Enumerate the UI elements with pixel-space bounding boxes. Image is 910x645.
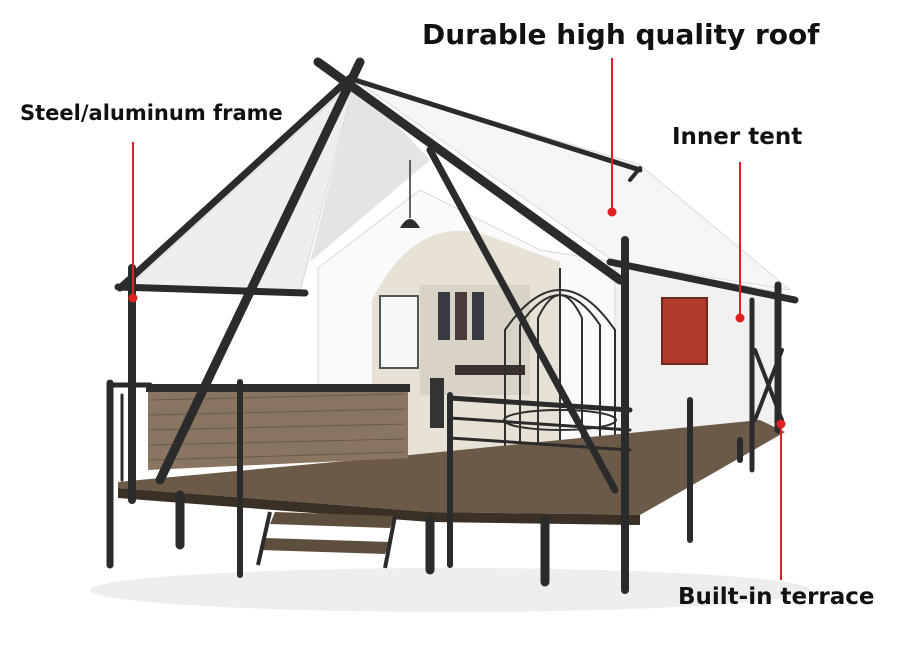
stairs bbox=[256, 511, 397, 569]
poster-2 bbox=[455, 292, 467, 340]
roof-right-canvas bbox=[354, 79, 792, 291]
deck-edge bbox=[118, 488, 640, 525]
ground-shadow bbox=[90, 568, 810, 612]
terrace-callout-label: Built-in terrace bbox=[678, 584, 875, 610]
table bbox=[455, 365, 525, 375]
rattan-counter bbox=[148, 386, 408, 470]
terrace-marker-dot bbox=[776, 419, 786, 429]
roof-underside-shade bbox=[310, 80, 430, 262]
counter-top bbox=[146, 384, 410, 392]
left-window bbox=[379, 295, 419, 369]
poster-3 bbox=[472, 292, 484, 340]
frame-callout-label: Steel/aluminum frame bbox=[20, 101, 283, 125]
pendant-lamp bbox=[400, 219, 420, 228]
frame-marker-dot bbox=[128, 293, 138, 303]
wall-painting bbox=[661, 297, 708, 365]
inner-tent-callout-label: Inner tent bbox=[672, 124, 803, 150]
chair bbox=[430, 378, 444, 428]
steel-frame bbox=[106, 57, 799, 594]
inner-tent-marker-dot bbox=[735, 313, 745, 323]
leader-lines bbox=[132, 58, 782, 580]
roof-callout-label: Durable high quality roof bbox=[422, 18, 820, 51]
roof-marker-dot bbox=[607, 207, 617, 217]
poster-1 bbox=[438, 292, 450, 340]
